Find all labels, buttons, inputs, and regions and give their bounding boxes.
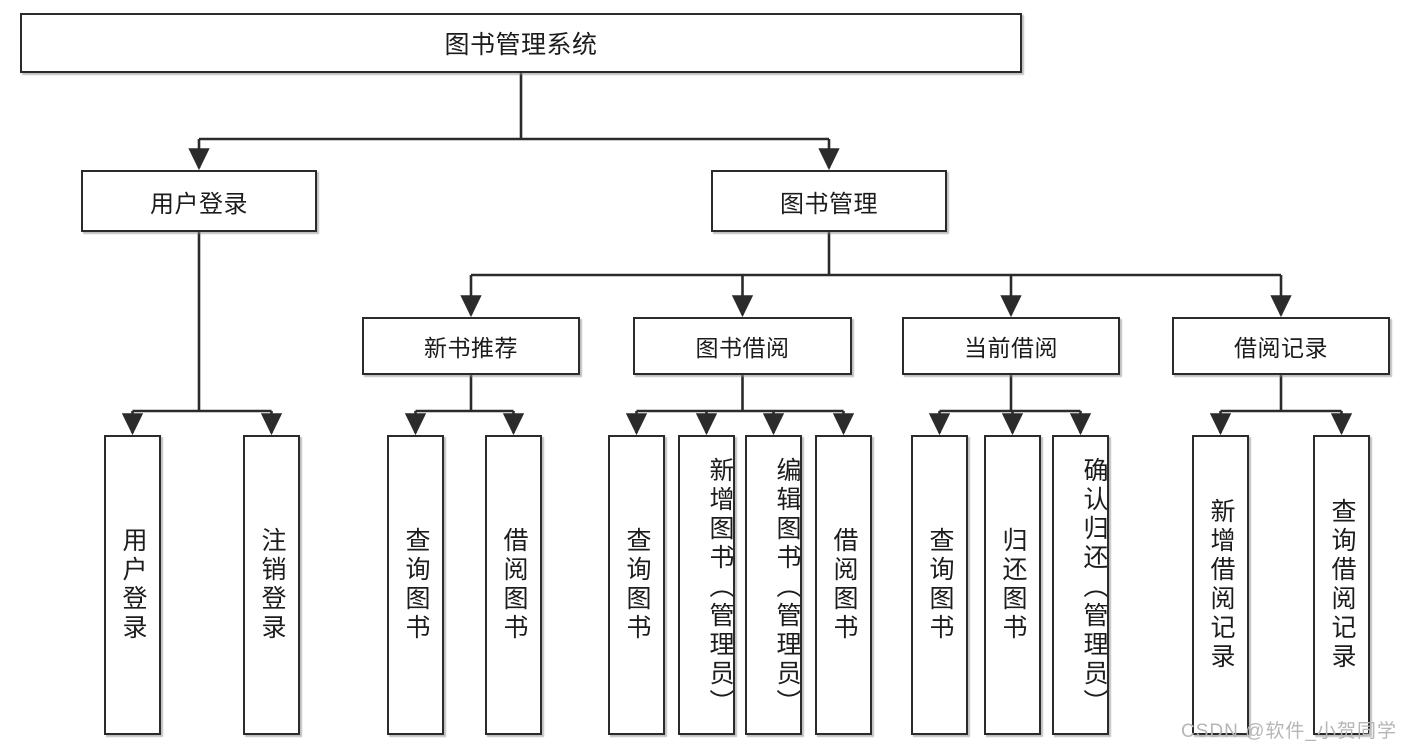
leaf-add-book[interactable]: 新增图书（管理员） <box>678 435 735 735</box>
leaf-query-book-2[interactable]: 查询图书 <box>608 435 665 735</box>
node-label-current-borrow: 当前借阅 <box>964 335 1058 361</box>
node-book-borrow[interactable]: 图书借阅 <box>633 317 852 375</box>
leaf-label: 查询图书 <box>623 527 651 643</box>
leaf-label: 查询图书 <box>926 527 954 643</box>
leaf-label: 注销登录 <box>258 527 286 643</box>
leaf-query-record[interactable]: 查询借阅记录 <box>1313 435 1370 735</box>
node-borrow-record[interactable]: 借阅记录 <box>1172 317 1390 375</box>
leaf-confirm-return[interactable]: 确认归还（管理员） <box>1052 435 1109 735</box>
leaf-add-record[interactable]: 新增借阅记录 <box>1192 435 1249 735</box>
leaf-label: 编辑图书（管理员） <box>773 456 800 718</box>
leaf-user-login[interactable]: 用户登录 <box>104 435 161 735</box>
leaf-label: 用户登录 <box>119 527 147 643</box>
watermark-text: CSDN @软件_小贺同学 <box>1181 721 1397 742</box>
leaf-label: 新增图书（管理员） <box>706 456 733 718</box>
node-new-book-recommend[interactable]: 新书推荐 <box>362 317 580 375</box>
leaf-borrow-book-1[interactable]: 借阅图书 <box>485 435 542 735</box>
node-label-new-book-recommend: 新书推荐 <box>424 335 518 361</box>
leaf-label: 确认归还（管理员） <box>1080 456 1107 718</box>
leaf-edit-book[interactable]: 编辑图书（管理员） <box>745 435 802 735</box>
node-label-book-management: 图书管理 <box>780 190 878 218</box>
leaf-borrow-book-2[interactable]: 借阅图书 <box>815 435 872 735</box>
leaf-logout[interactable]: 注销登录 <box>243 435 300 735</box>
leaf-label: 新增借阅记录 <box>1207 498 1235 672</box>
node-label-user-login: 用户登录 <box>150 190 248 218</box>
leaf-label: 查询借阅记录 <box>1328 498 1356 672</box>
leaf-query-book-1[interactable]: 查询图书 <box>387 435 444 735</box>
leaf-return-book[interactable]: 归还图书 <box>984 435 1041 735</box>
node-label-book-borrow: 图书借阅 <box>695 335 790 361</box>
leaf-label: 归还图书 <box>999 527 1027 643</box>
leaf-label: 查询图书 <box>402 527 430 643</box>
leaf-label: 借阅图书 <box>500 527 528 643</box>
node-label-root: 图书管理系统 <box>444 31 598 59</box>
node-book-management-system[interactable]: 图书管理系统 <box>20 13 1022 73</box>
leaf-label: 借阅图书 <box>830 527 858 643</box>
node-book-management[interactable]: 图书管理 <box>711 170 947 232</box>
node-current-borrow[interactable]: 当前借阅 <box>902 317 1120 375</box>
node-label-borrow-record: 借阅记录 <box>1234 335 1328 361</box>
leaf-query-book-3[interactable]: 查询图书 <box>911 435 968 735</box>
node-user-login[interactable]: 用户登录 <box>81 170 317 232</box>
